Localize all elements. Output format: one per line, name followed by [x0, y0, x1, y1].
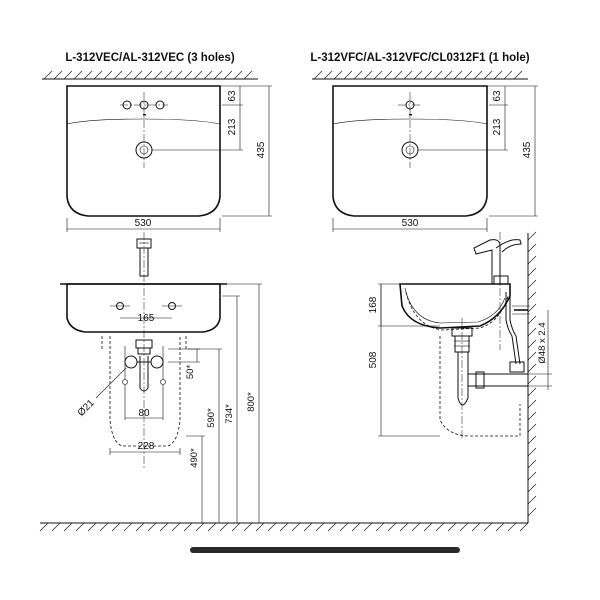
deck-line	[66, 118, 221, 125]
floor-hatch	[39, 522, 529, 532]
top-left-plan-view: 63 213 435 530	[42, 70, 272, 232]
dim-213-left: 213	[227, 118, 238, 135]
dim-800: 800*	[246, 392, 257, 412]
dim-228: 228	[138, 441, 155, 452]
bottle-trap	[457, 352, 469, 406]
pedestal-outline	[109, 336, 181, 447]
basin-front	[66, 283, 221, 333]
faucet-lever	[495, 239, 522, 253]
dim-63-left: 63	[227, 90, 238, 102]
dim-213-right: 213	[492, 118, 503, 135]
dim-d21: Ø21	[76, 397, 97, 418]
dim-80: 80	[138, 408, 150, 419]
basin-outline	[66, 85, 221, 217]
overflow-slot	[409, 114, 412, 116]
basin-outline	[332, 85, 488, 217]
side-faucet	[473, 239, 501, 284]
dim-508: 508	[368, 351, 379, 368]
basin-inner	[404, 287, 506, 324]
trap-pipe	[139, 356, 149, 392]
wall-hatch	[313, 70, 523, 80]
dim-435-left: 435	[256, 141, 267, 158]
title-left: L-312VEC/AL-312VEC (3 holes)	[65, 52, 235, 64]
title-right: L-312VFC/AL-312VFC/CL0312F1 (1 hole)	[310, 52, 529, 64]
dim-63-right: 63	[492, 90, 503, 102]
dim-590: 590*	[206, 408, 217, 428]
hose	[505, 292, 517, 365]
dim-435-right: 435	[522, 141, 533, 158]
valve-right	[150, 355, 164, 369]
dim-165: 165	[138, 313, 155, 324]
dim-530-left: 530	[135, 218, 152, 229]
floor	[39, 522, 529, 532]
front-elevation-view: 165 Ø21 80 228 50* 4	[60, 232, 262, 523]
dim-168: 168	[368, 296, 379, 313]
dim-490: 490*	[189, 448, 200, 468]
overflow-slot	[143, 114, 146, 116]
dim-734: 734*	[224, 404, 235, 424]
dim-50: 50*	[185, 365, 196, 380]
valve-left	[124, 355, 138, 369]
deck-line	[332, 118, 488, 125]
dim-d48: Ø48 x 2.4	[537, 322, 548, 363]
dim-530-right: 530	[402, 218, 419, 229]
side-elevation-view: 168 508 Ø48 x 2.4	[368, 231, 552, 523]
top-right-plan-view: 63 213 435 530	[312, 70, 538, 232]
angle-valve	[509, 361, 525, 373]
bottom-bar	[190, 547, 460, 553]
wall-hatch	[43, 70, 253, 80]
side-wall-hatch	[527, 231, 537, 517]
basin-section	[399, 283, 511, 329]
